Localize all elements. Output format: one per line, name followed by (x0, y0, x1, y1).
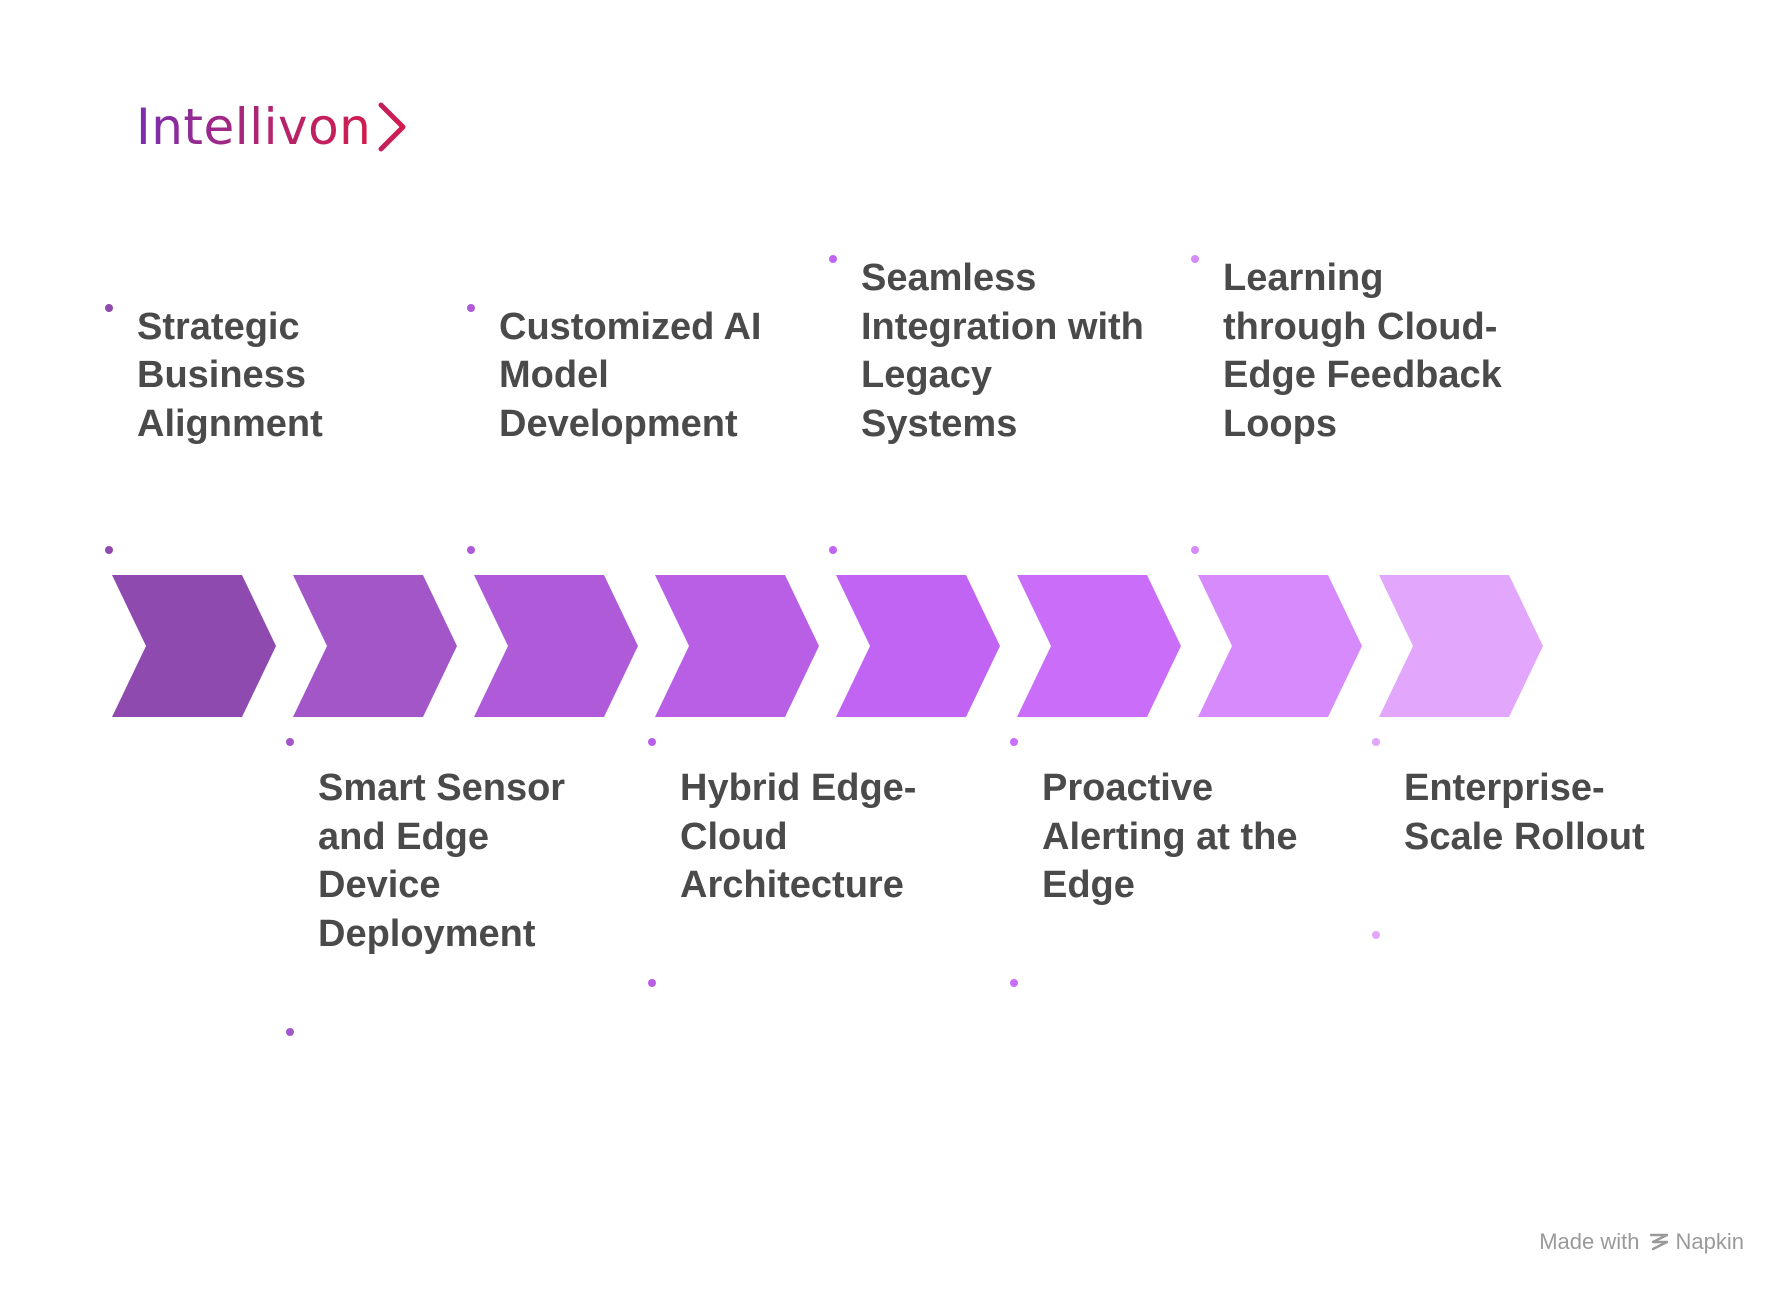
intellivon-logo: Intellivon (136, 92, 409, 162)
step-dot-4-a (648, 738, 656, 746)
step-chevron-8 (1379, 575, 1543, 717)
logo-chevron-icon (378, 102, 406, 152)
step-label-5: Seamless Integration with Legacy Systems (861, 257, 1144, 445)
step-label-2: Smart Sensor and Edge Device Deployment (318, 767, 566, 955)
step-dot-2-a (286, 738, 294, 746)
step-chevron-2 (293, 575, 457, 717)
step-dot-8-a (1372, 738, 1380, 746)
step-label-3: Customized AI Model Development (499, 305, 762, 445)
step-dot-1-b (105, 546, 113, 554)
step-label-7: Learning through Cloud-Edge Feedback Loo… (1223, 257, 1502, 445)
step-dot-6-a (1010, 738, 1018, 746)
step-dot-3-a (467, 304, 475, 312)
logo-text: Intellivon (136, 98, 372, 156)
step-chevron-7 (1198, 575, 1362, 717)
step-dot-1-a (105, 304, 113, 312)
step-label-6: Proactive Alerting at the Edge (1042, 767, 1298, 906)
step-label-8: Enterprise-Scale Rollout (1404, 767, 1645, 858)
step-label-4: Hybrid Edge-Cloud Architecture (680, 767, 917, 906)
made-with-napkin: Made with Napkin (1539, 1229, 1744, 1255)
step-dot-2-b (286, 1028, 294, 1036)
step-dot-8-b (1372, 931, 1380, 939)
step-dot-4-b (648, 979, 656, 987)
step-dot-5-a (829, 255, 837, 263)
napkin-brand-text: Napkin (1675, 1229, 1744, 1254)
step-dot-3-b (467, 546, 475, 554)
made-with-text: Made with (1539, 1229, 1640, 1254)
step-dot-7-b (1191, 546, 1199, 554)
step-dot-5-b (829, 546, 837, 554)
step-dot-7-a (1191, 255, 1199, 263)
step-chevron-5 (836, 575, 1000, 717)
step-chevron-4 (655, 575, 819, 717)
napkin-icon (1649, 1233, 1668, 1251)
step-chevron-3 (474, 575, 638, 717)
step-chevron-1 (112, 575, 276, 717)
step-dot-6-b (1010, 979, 1018, 987)
step-label-1: Strategic Business Alignment (137, 305, 323, 445)
step-chevron-6 (1017, 575, 1181, 717)
